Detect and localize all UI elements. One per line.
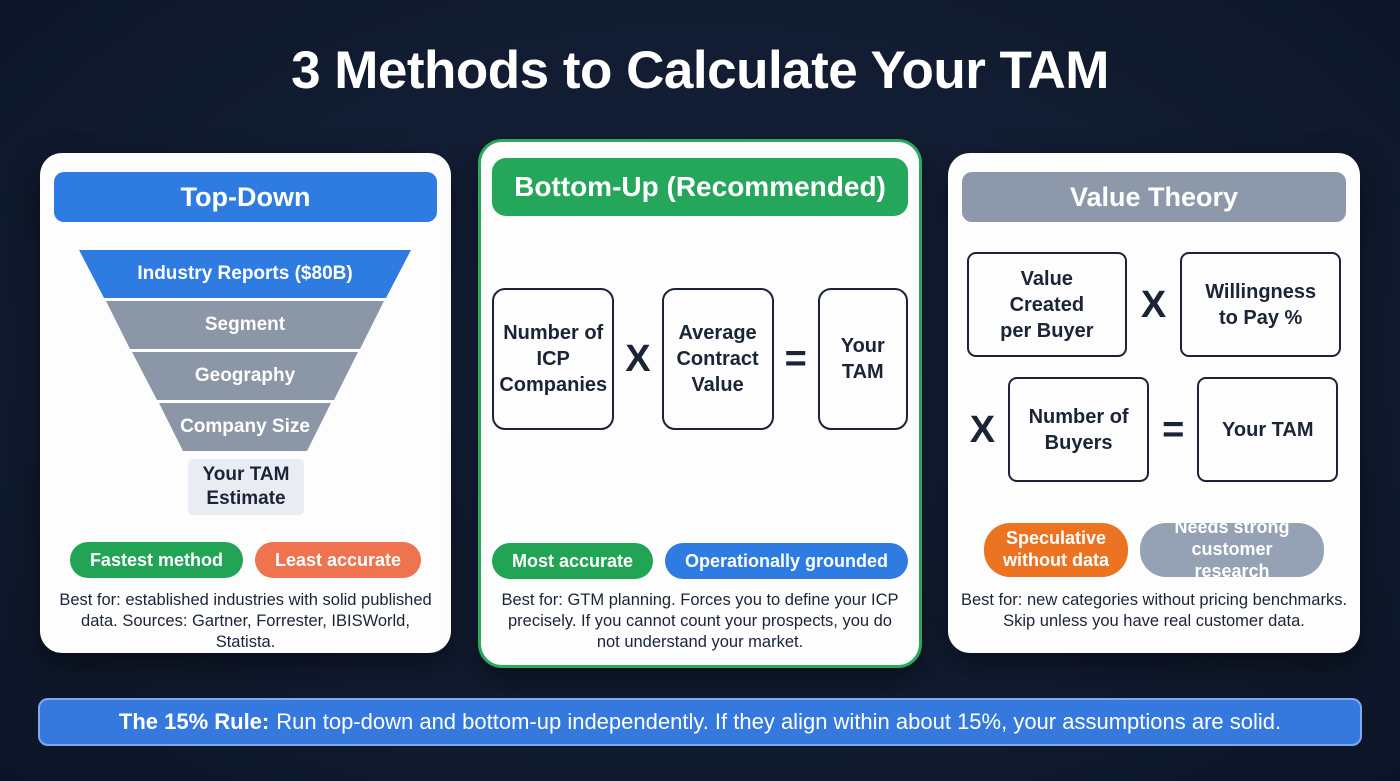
formula-box-your-tam: Your TAM bbox=[817, 288, 908, 430]
bottom-up-pills: Most accurate Operationally grounded bbox=[481, 543, 919, 579]
bottom-up-header: Bottom-Up (Recommended) bbox=[492, 158, 908, 216]
bottom-up-formula: Number of ICP Companies X Average Contra… bbox=[481, 288, 919, 430]
formula-box-average-contract-value: Average Contract Value bbox=[661, 288, 774, 430]
equals-operator: = bbox=[1162, 408, 1185, 451]
formula-box-label: Willingness to Pay % bbox=[1205, 280, 1317, 329]
value-theory-formula-row-1: Value Created per Buyer X Willingness to… bbox=[948, 252, 1360, 357]
value-theory-best-for: Best for: new categories without pricing… bbox=[960, 591, 1348, 630]
funnel-layer-company-size: Company Size bbox=[159, 403, 331, 451]
formula-box-number-of-buyers: Number of Buyers bbox=[1008, 377, 1150, 482]
formula-box-willingness-to-pay: Willingness to Pay % bbox=[1180, 252, 1342, 357]
top-down-funnel: Industry Reports ($80B) Segment Geograph… bbox=[79, 250, 411, 454]
pill-operationally-grounded: Operationally grounded bbox=[665, 543, 909, 579]
bottom-up-best-for: Best for: GTM planning. Forces you to de… bbox=[501, 591, 899, 651]
formula-box-icp-companies: Number of ICP Companies bbox=[492, 288, 615, 430]
funnel-layer-geography: Geography bbox=[132, 352, 358, 400]
card-top-down: Top-Down Industry Reports ($80B) Segment… bbox=[40, 153, 451, 653]
pill-label: Needs strong customer research bbox=[1174, 517, 1290, 581]
pill-label: Speculative without data bbox=[1003, 528, 1109, 570]
top-down-best-for: Best for: established industries with so… bbox=[59, 591, 432, 651]
pill-least-accurate: Least accurate bbox=[254, 542, 422, 578]
fifteen-percent-rule-banner: The 15% Rule: Run top-down and bottom-up… bbox=[38, 698, 1362, 746]
multiply-operator: X bbox=[1140, 283, 1167, 326]
value-theory-formula-row-2: X Number of Buyers = Your TAM bbox=[948, 377, 1360, 482]
pill-most-accurate: Most accurate bbox=[491, 543, 653, 579]
formula-box-label: Value Created per Buyer bbox=[1000, 267, 1094, 342]
top-down-pills: Fastest method Least accurate bbox=[40, 542, 451, 578]
pill-needs-customer-research: Needs strong customer research bbox=[1140, 517, 1324, 581]
rule-label: The 15% Rule: bbox=[118, 709, 270, 734]
funnel-layer-segment: Segment bbox=[106, 301, 384, 349]
formula-box-label: Number of Buyers bbox=[1028, 405, 1129, 454]
value-theory-pills: Speculative without data Needs strong cu… bbox=[948, 517, 1360, 581]
card-value-theory: Value Theory Value Created per Buyer X W… bbox=[948, 153, 1360, 653]
multiply-operator: X bbox=[625, 338, 651, 380]
page-title: 3 Methods to Calculate Your TAM bbox=[291, 41, 1109, 100]
top-down-header: Top-Down bbox=[54, 172, 437, 222]
formula-box-value-created: Value Created per Buyer bbox=[966, 252, 1127, 357]
card-bottom-up: Bottom-Up (Recommended) Number of ICP Co… bbox=[478, 139, 922, 668]
equals-operator: = bbox=[784, 338, 807, 380]
formula-box-label: Your TAM bbox=[1222, 418, 1314, 441]
formula-box-your-tam: Your TAM bbox=[1197, 377, 1339, 482]
value-theory-header: Value Theory bbox=[962, 172, 1346, 222]
formula-box-label: Your TAM bbox=[840, 335, 885, 383]
rule-text: Run top-down and bottom-up independently… bbox=[276, 709, 1282, 734]
funnel-layer-industry-reports: Industry Reports ($80B) bbox=[79, 250, 411, 298]
formula-box-label: Average Contract Value bbox=[676, 322, 759, 396]
multiply-operator: X bbox=[969, 408, 996, 451]
funnel-result-box: Your TAM Estimate bbox=[188, 459, 304, 515]
pill-fastest-method: Fastest method bbox=[69, 542, 243, 578]
pill-speculative-without-data: Speculative without data bbox=[984, 523, 1128, 577]
formula-box-label: Number of ICP Companies bbox=[499, 322, 608, 396]
